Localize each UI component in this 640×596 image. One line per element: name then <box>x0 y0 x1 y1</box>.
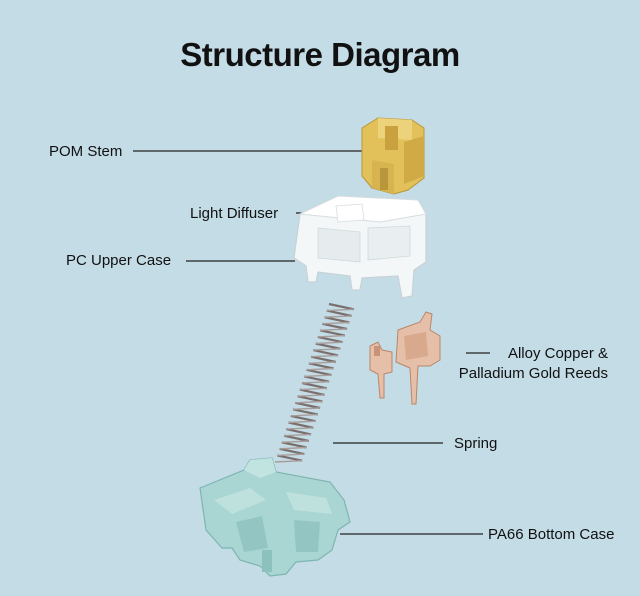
pc-upper-case-part <box>293 195 427 299</box>
label-pom-stem: POM Stem <box>49 143 123 160</box>
label-spring: Spring <box>454 435 498 452</box>
label-reeds-line1: Alloy Copper & <box>507 345 608 362</box>
label-pc-upper-case: PC Upper Case <box>66 252 172 269</box>
bottom-case-part <box>199 457 351 577</box>
pom-stem-part <box>361 117 425 195</box>
label-reeds: Alloy Copper & Palladium Gold Reeds <box>448 344 608 384</box>
reeds-part <box>369 311 441 405</box>
diagram-title: Structure Diagram <box>180 36 460 73</box>
label-bottom-case: PA66 Bottom Case <box>488 526 615 543</box>
label-light-diffuser: Light Diffuser <box>190 205 279 222</box>
label-reeds-line2: Palladium Gold Reeds <box>458 365 608 382</box>
spring-part <box>274 302 355 463</box>
